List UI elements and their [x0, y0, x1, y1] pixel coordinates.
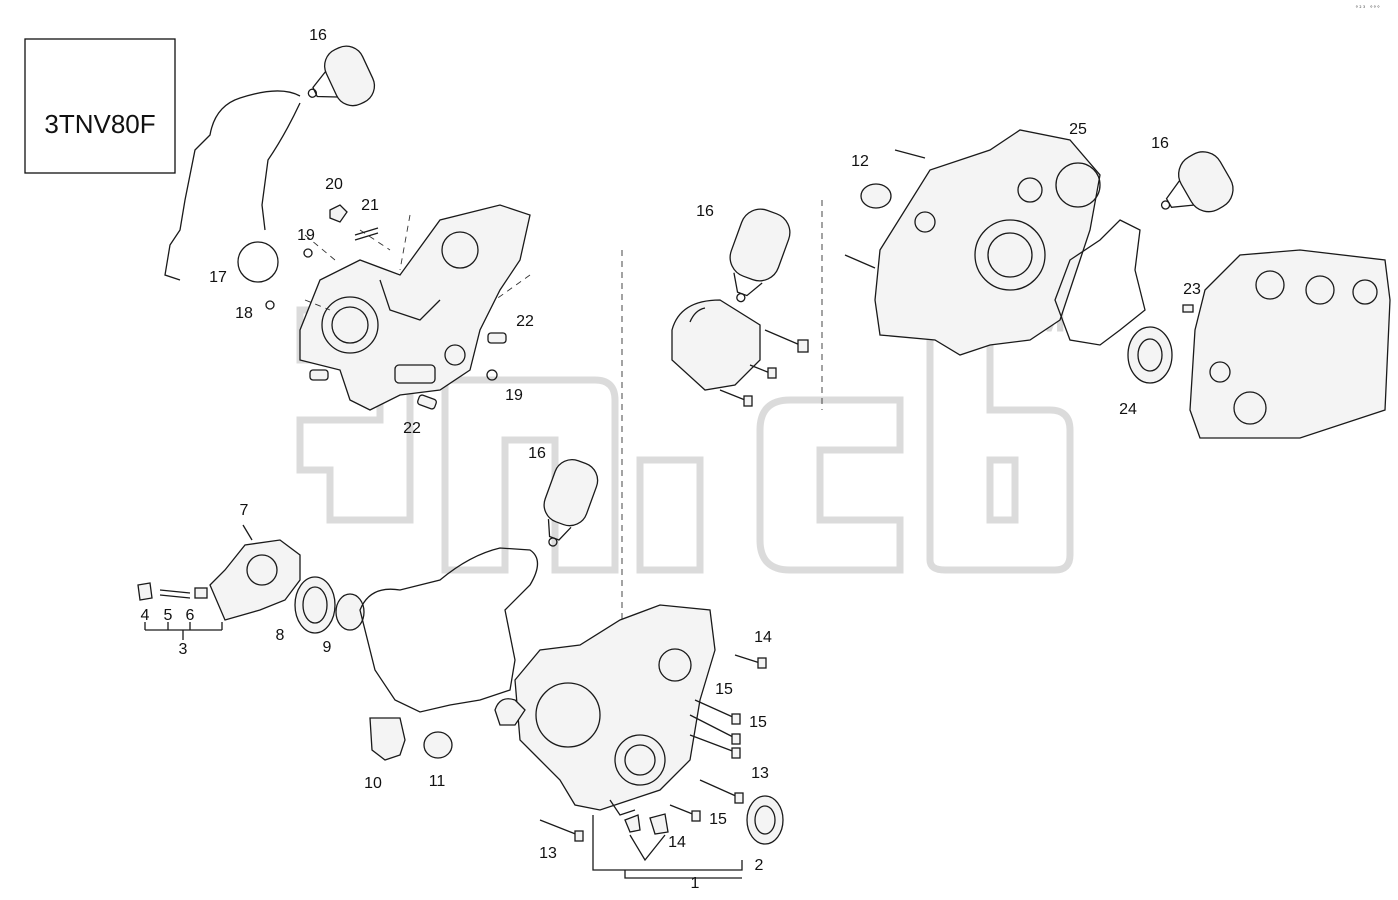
callout-13-right: 13	[751, 765, 769, 782]
callout-15-c: 15	[709, 811, 727, 828]
housing-gasket	[1054, 219, 1146, 346]
oil-seal-24	[1127, 326, 1173, 384]
stud-21	[354, 227, 379, 241]
center-plate-cover	[671, 299, 809, 407]
callout-24: 24	[1119, 401, 1137, 418]
inner-rotor-9	[335, 593, 365, 631]
bolt	[797, 339, 809, 353]
lower-gasket	[359, 547, 539, 713]
gear-case-cover-upper	[299, 204, 531, 411]
sealant-tube-center	[729, 208, 791, 303]
callout-15-a: 15	[715, 681, 733, 698]
cylinder-block	[1189, 249, 1391, 439]
gasket-ring-17	[237, 241, 279, 283]
plug-11	[423, 731, 453, 759]
sealant-tube-lower	[543, 459, 599, 547]
bolt	[844, 254, 876, 269]
o-ring-19b	[486, 369, 498, 381]
callout-12: 12	[851, 153, 869, 170]
bolts-group	[539, 654, 767, 879]
callout-14-top: 14	[754, 629, 772, 646]
bolt	[894, 149, 926, 159]
callout-7: 7	[240, 502, 249, 519]
callout-9: 9	[323, 639, 332, 656]
model-label-box	[24, 38, 176, 174]
callout-4: 4	[141, 607, 150, 624]
dowel-pin-22a	[487, 332, 507, 344]
o-ring-18	[265, 300, 275, 310]
callout-6: 6	[186, 607, 195, 624]
breather	[494, 698, 526, 726]
callout-5: 5	[164, 607, 173, 624]
callout-25: 25	[1069, 121, 1087, 138]
callout-22-right: 22	[516, 313, 534, 330]
callout-23: 23	[1183, 281, 1201, 298]
callout-21: 21	[361, 197, 379, 214]
callout-22-bottom: 22	[403, 420, 421, 437]
callout-16-lower: 16	[528, 445, 546, 462]
callout-3: 3	[179, 641, 188, 658]
callout-16-center: 16	[696, 203, 714, 220]
bolt	[743, 395, 753, 407]
corner-mark: °²³ °°°	[1355, 5, 1380, 12]
callout-16-right: 16	[1151, 135, 1169, 152]
callout-18: 18	[235, 305, 253, 322]
flywheel-housing	[844, 129, 1101, 356]
pin-23	[1182, 304, 1194, 313]
dowel-pin-22c	[309, 369, 329, 381]
nut-20	[329, 204, 348, 223]
dowel-pin-22b	[417, 394, 437, 410]
callout-19-bottom: 19	[505, 387, 523, 404]
cap-10	[369, 717, 406, 761]
callout-2: 2	[755, 857, 764, 874]
gear-case-lower	[514, 604, 716, 816]
callout-10: 10	[364, 775, 382, 792]
callout-8: 8	[276, 627, 285, 644]
callout-20: 20	[325, 176, 343, 193]
callout-13-left: 13	[539, 845, 557, 862]
callout-14-bottom: 14	[668, 834, 686, 851]
cap-12	[860, 183, 892, 209]
bolt	[767, 367, 777, 379]
sealant-tube-right	[1160, 151, 1234, 213]
model-label: 3TNV80F	[44, 109, 155, 139]
watermark: TM	[296, 296, 1074, 574]
oil-seal-2	[746, 795, 784, 845]
callout-11: 11	[429, 773, 446, 790]
callout-1: 1	[691, 875, 700, 892]
callout-15-b: 15	[749, 714, 767, 731]
relief-valve-assembly	[137, 524, 301, 640]
outer-rotor-8	[294, 576, 336, 634]
callout-16-top-left: 16	[309, 27, 327, 44]
callout-19-top: 19	[297, 227, 315, 244]
callout-labels: 16 16 16 16 20 21 19 19 17 18 22 22 12 2…	[141, 27, 1201, 892]
callout-17: 17	[209, 269, 227, 286]
o-ring-19	[303, 248, 313, 258]
sealant-tube-top-left	[164, 45, 376, 281]
